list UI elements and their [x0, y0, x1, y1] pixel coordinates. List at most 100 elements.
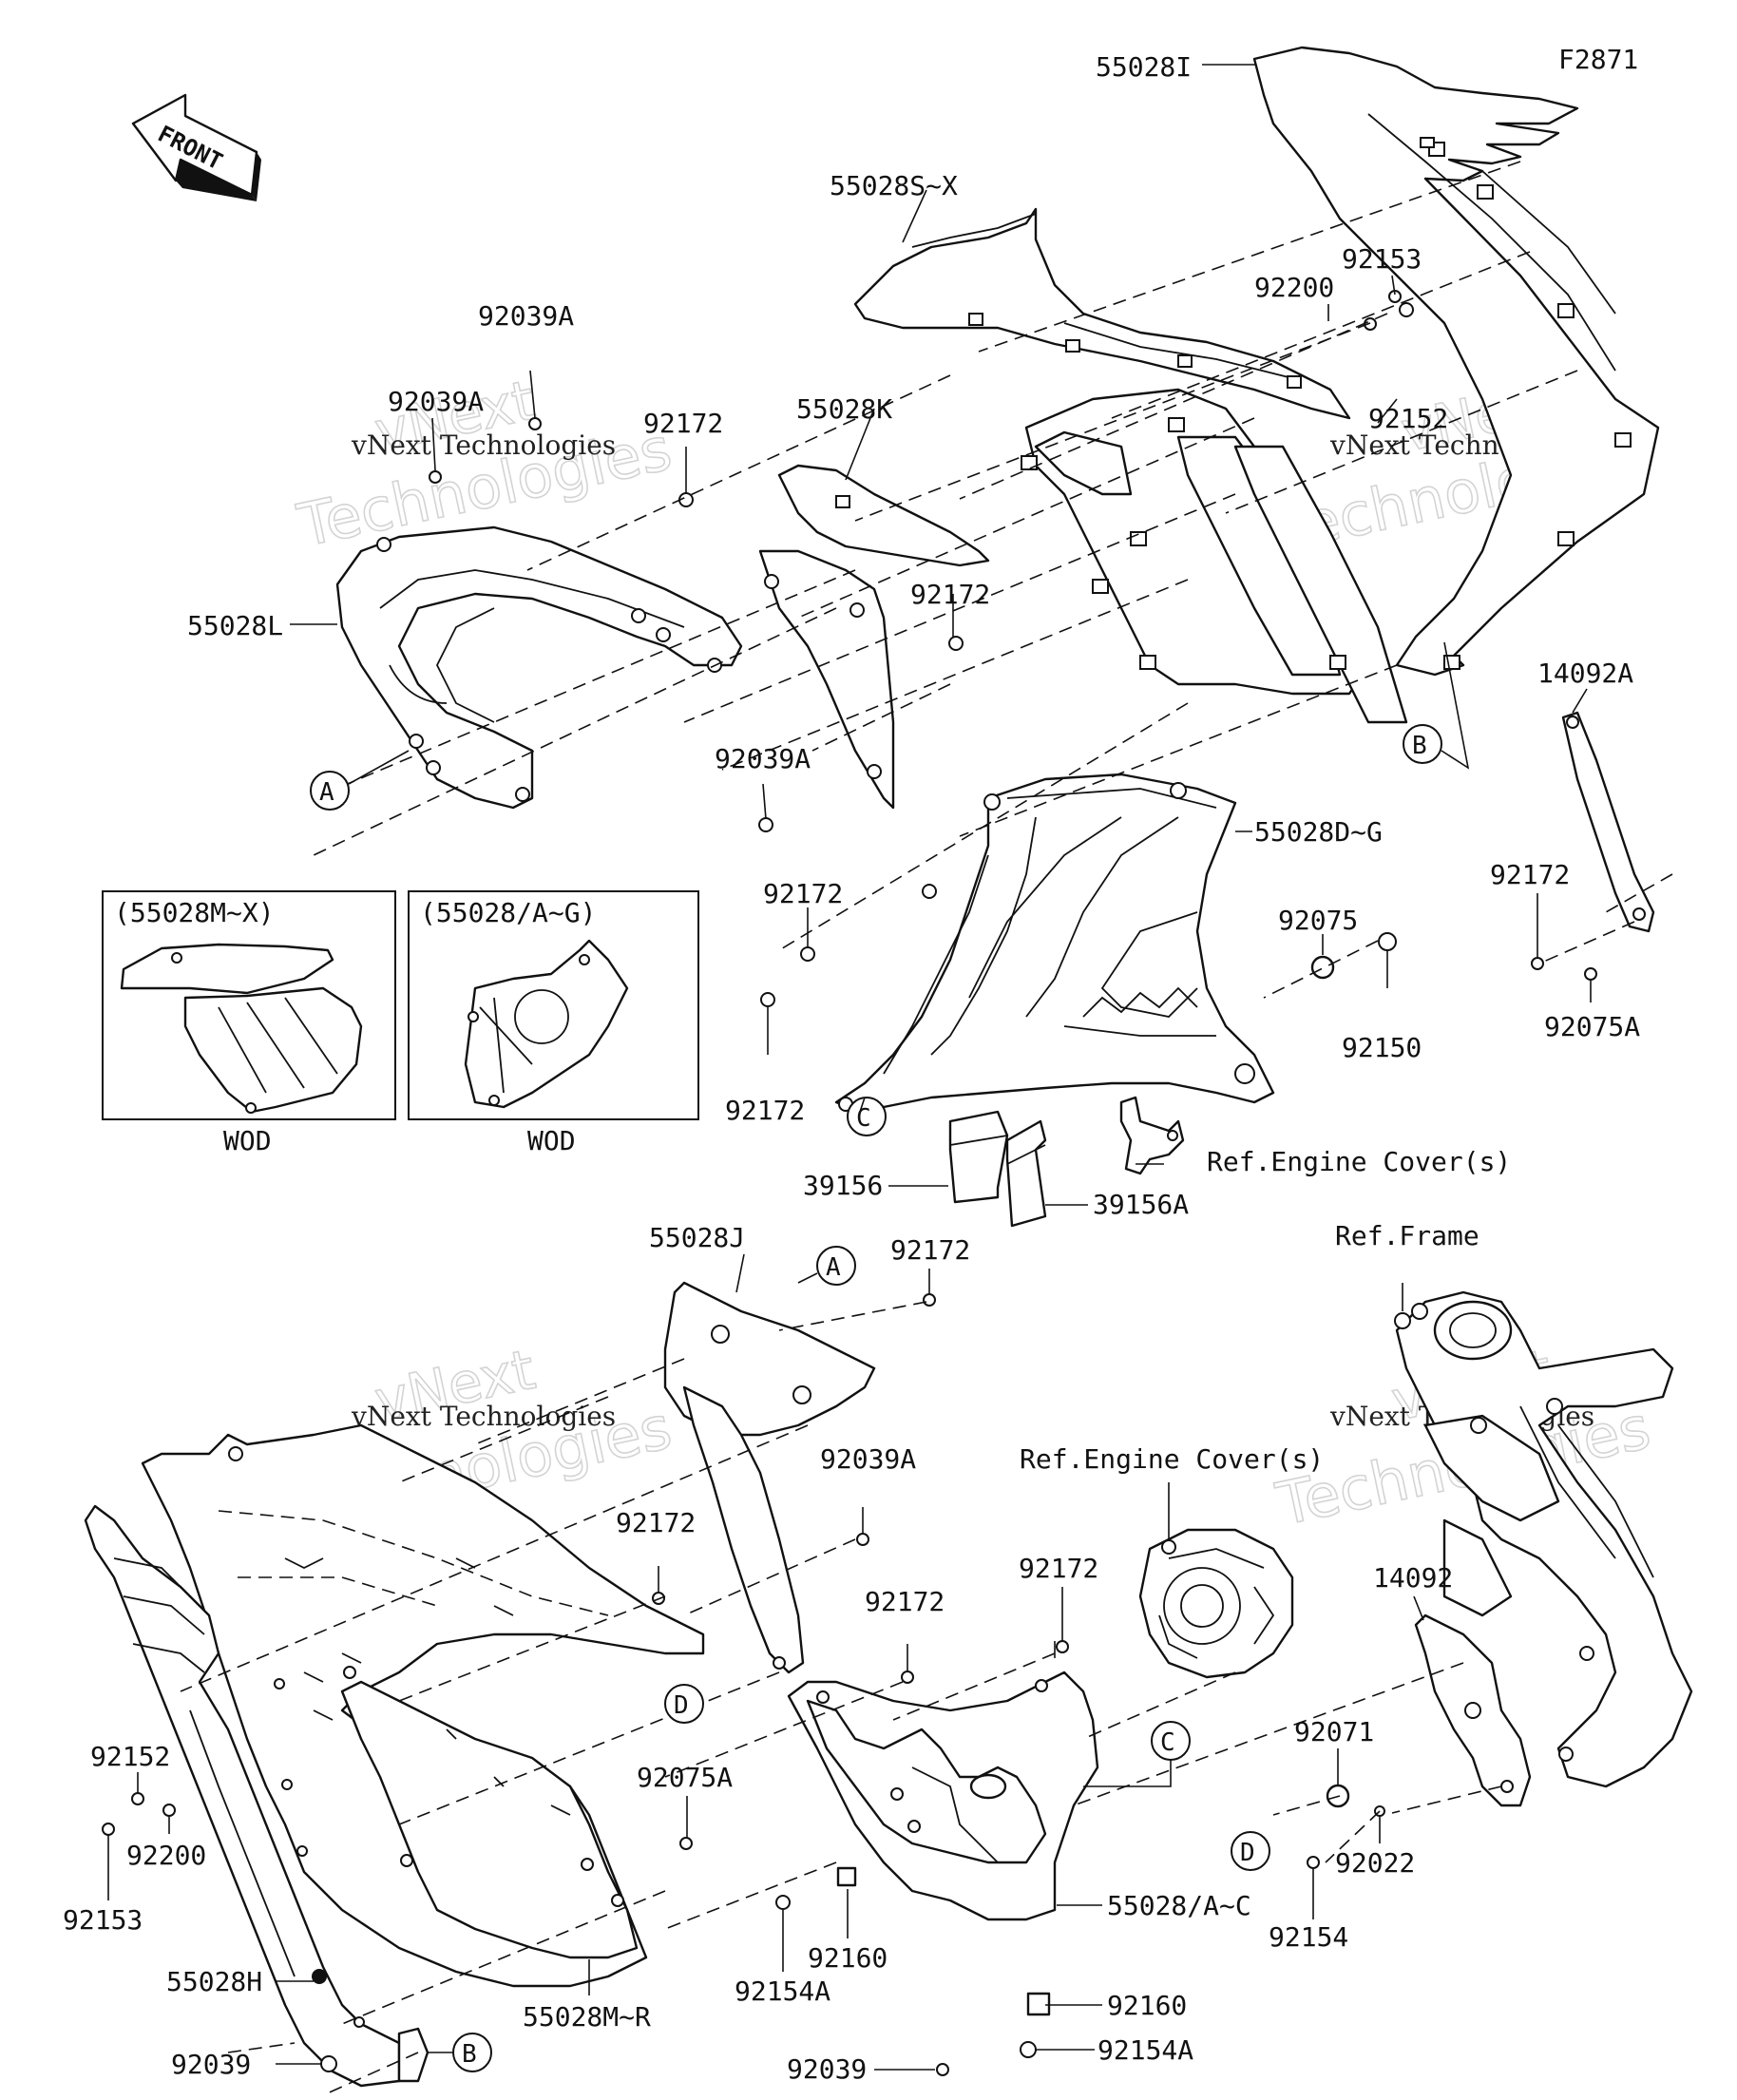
screw-icon — [923, 1293, 936, 1307]
screw-icon — [102, 1823, 115, 1836]
callout-letter: C — [856, 1104, 871, 1133]
part-label: 92152 — [1368, 403, 1448, 434]
upper-cowl-55028s-x — [853, 207, 1351, 420]
screw-icon — [1399, 302, 1414, 317]
side-cover-55028l — [335, 525, 743, 810]
figure-code: F2871 — [1558, 44, 1638, 75]
screw-icon — [1584, 967, 1597, 981]
callout-letter: A — [826, 1253, 841, 1282]
screw-icon — [760, 992, 775, 1007]
callout-letter: D — [674, 1691, 689, 1720]
bracket-14092 — [1414, 1613, 1532, 1807]
part-label: 14092A — [1537, 658, 1633, 689]
part-label: 92039A — [715, 743, 811, 774]
part-number-labels: 55028I 55028S~X 92153 92200 92152 92039A… — [63, 51, 1640, 2085]
part-label: 55028L — [187, 610, 283, 641]
part-label: 92039 — [171, 2049, 251, 2080]
lower-cowl-55028-a-c — [787, 1670, 1099, 1921]
part-label: 92172 — [865, 1586, 945, 1617]
part-label: 92154A — [1098, 2034, 1193, 2066]
bracket-14092a — [1561, 711, 1655, 933]
part-label: 39156A — [1093, 1189, 1189, 1220]
inset-box-footer: WOD — [527, 1125, 576, 1156]
callout-b-top: B — [1403, 641, 1470, 770]
lower-fairing-55028m-r — [141, 1423, 705, 1988]
ref-engine-cover-lower: Ref.Engine Cover(s) — [1020, 1443, 1324, 1475]
grommet-icon — [836, 1866, 857, 1887]
part-label: 55028S~X — [830, 170, 958, 201]
part-label: 55028I — [1096, 51, 1192, 83]
screw-icon — [1020, 2041, 1037, 2058]
upper-side-cowl-55028i — [1252, 46, 1660, 677]
part-label: 92152 — [90, 1741, 170, 1772]
grommet-icon — [1310, 955, 1335, 980]
part-label: 92039A — [478, 300, 574, 332]
part-label: 55028D~G — [1254, 816, 1383, 848]
callout-letter: B — [462, 2040, 477, 2069]
ref-frame: Ref.Frame — [1335, 1220, 1479, 1251]
inner-upper-panel — [1021, 388, 1408, 724]
watermark-caption: vNext Technologies — [351, 1401, 616, 1432]
part-label: 39156 — [803, 1170, 883, 1201]
washer-icon — [162, 1804, 176, 1817]
callout-letter: D — [1240, 1839, 1255, 1867]
part-label: 92150 — [1342, 1032, 1422, 1063]
part-label: 92154 — [1269, 1921, 1348, 1953]
inset-box-title: (55028/A~G) — [420, 897, 596, 928]
part-label: 55028M~R — [523, 2001, 651, 2033]
ref-engine-cover-upper: Ref.Engine Cover(s) — [1207, 1146, 1511, 1177]
part-label: 55028/A~C — [1107, 1890, 1251, 1921]
rubber-pad-39156 — [948, 1110, 1009, 1204]
screw-icon — [1531, 957, 1544, 970]
part-label: 92039A — [820, 1443, 916, 1475]
screw-icon — [901, 1670, 914, 1684]
part-label: 92172 — [910, 579, 990, 610]
screw-icon — [800, 946, 815, 962]
inset-box-55028-a-g: (55028/A~G) WOD — [408, 890, 699, 1156]
washer-icon — [1378, 932, 1397, 951]
part-label: 55028K — [796, 393, 892, 425]
screw-icon — [758, 817, 773, 832]
callout-d-bottom-left: D — [664, 1684, 704, 1724]
part-label: 92172 — [763, 878, 843, 909]
engine-cover-ref — [1138, 1528, 1294, 1679]
part-label: 55028J — [649, 1222, 745, 1253]
part-label: 92153 — [1342, 243, 1422, 275]
watermark-caption: vNext Technologies — [351, 430, 616, 461]
engine-cover-bracket — [1119, 1096, 1185, 1175]
part-label: 92022 — [1335, 1847, 1415, 1879]
screw-icon — [679, 1837, 693, 1850]
part-label: 92075 — [1278, 905, 1358, 936]
callout-d-bottom-right: D — [1231, 1831, 1270, 1871]
front-arrow-icon: FRONT — [131, 93, 261, 201]
washer-icon — [131, 1792, 144, 1805]
middle-cowl-55028d-g — [834, 773, 1275, 1114]
screw-icon — [948, 636, 964, 651]
part-label: 92172 — [1019, 1553, 1098, 1584]
part-label: 92172 — [616, 1507, 696, 1538]
callout-c-top: C — [847, 1097, 887, 1136]
part-label: 92039A — [388, 386, 484, 417]
inset-box-footer: WOD — [223, 1125, 272, 1156]
callout-a-bottom: A — [797, 1246, 856, 1286]
inset-box-title: (55028M~X) — [114, 897, 275, 928]
part-label: 92172 — [890, 1234, 970, 1266]
grommet-icon — [1026, 1992, 1051, 2016]
screw-icon — [1056, 1640, 1069, 1653]
callout-letter: C — [1160, 1728, 1175, 1757]
part-label: 92071 — [1294, 1716, 1374, 1747]
part-label: 55028H — [166, 1966, 262, 1997]
part-label: 92172 — [725, 1095, 805, 1126]
callout-b-bottom: B — [428, 2033, 492, 2072]
callout-letter: B — [1412, 732, 1427, 760]
frame-ref — [1394, 1290, 1693, 1788]
part-label: 92200 — [126, 1840, 206, 1871]
inset-box-55028m-x: (55028M~X) WOD — [102, 890, 396, 1156]
part-label: 92153 — [63, 1904, 143, 1936]
screw-icon — [936, 2063, 949, 2076]
part-label: 92160 — [1107, 1990, 1187, 2021]
callout-c-bottom: C — [1083, 1721, 1191, 1787]
rubber-pad-39156a — [1005, 1119, 1047, 1228]
